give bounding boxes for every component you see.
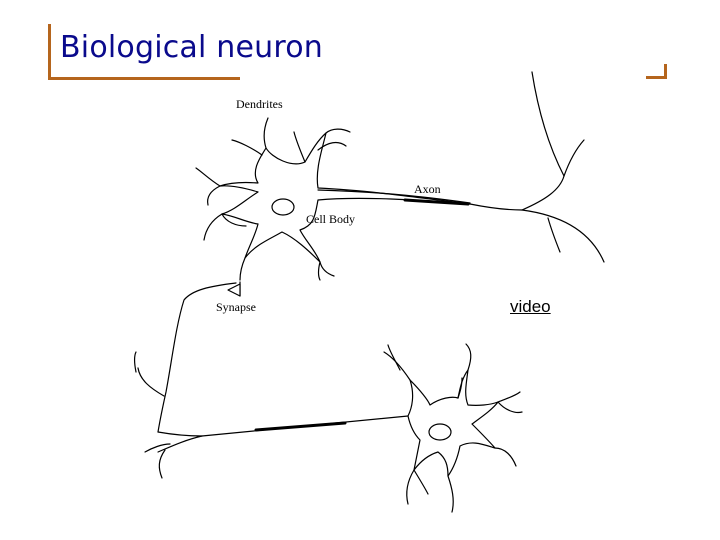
slide-title: Biological neuron	[60, 30, 324, 65]
title-bracket-horizontal	[48, 77, 240, 80]
corner-bracket	[646, 64, 667, 79]
title-bracket-vertical	[48, 24, 51, 80]
lower-cell-body-outline	[407, 369, 499, 477]
label-synapse: Synapse	[216, 300, 256, 314]
video-link[interactable]: video	[510, 297, 551, 316]
label-dendrites: Dendrites	[236, 97, 283, 111]
label-cell-body: Cell Body	[306, 212, 355, 226]
upper-cell-body-outline	[219, 132, 471, 263]
label-axon: Axon	[414, 182, 441, 196]
lower-nucleus	[428, 423, 452, 441]
upper-nucleus	[271, 198, 295, 216]
